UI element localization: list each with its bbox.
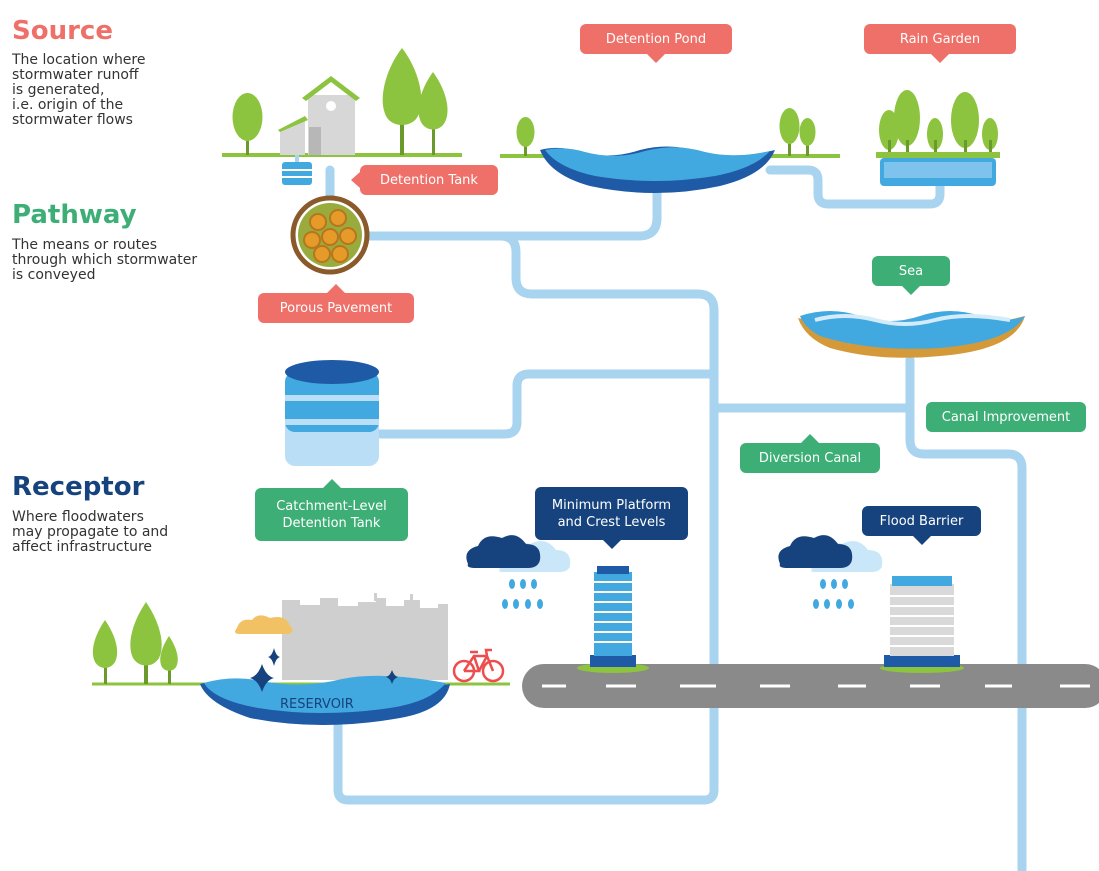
sparkle-icon	[250, 648, 398, 692]
pathway-heading: Pathway	[12, 200, 137, 230]
detention-pond-icon	[500, 108, 840, 193]
sea-label-text: Sea	[898, 263, 924, 279]
porous-pavement-label: Porous Pavement	[258, 284, 414, 323]
detention-tank-label-text: Detention Tank	[380, 172, 478, 188]
house-icon	[222, 76, 462, 185]
rain-garden-label-text: Rain Garden	[899, 31, 981, 47]
road	[522, 664, 1099, 708]
min-platform-label-text: Minimum Platform and Crest Levels	[551, 497, 672, 530]
pointer-icon	[351, 172, 360, 188]
min-platform-label: Minimum Platform and Crest Levels	[535, 487, 688, 549]
building-icon	[880, 576, 964, 673]
pointer-icon	[647, 54, 665, 63]
diversion-canal-label: Diversion Canal	[740, 434, 880, 473]
receptor-heading: Receptor	[12, 472, 145, 502]
receptor-description: Where floodwaters may propagate to and a…	[12, 509, 169, 555]
city-skyline	[235, 593, 448, 680]
pointer-icon	[322, 479, 341, 488]
detention-pond-label-text: Detention Pond	[605, 31, 707, 47]
tree-icon	[232, 48, 448, 155]
porous-pavement-icon	[290, 195, 370, 275]
rain-garden-label: Rain Garden	[864, 24, 1016, 63]
flood-barrier-label: Flood Barrier	[862, 506, 981, 545]
pointer-icon	[801, 434, 819, 443]
rain-cloud-icon	[466, 535, 571, 609]
tree-icon	[92, 602, 178, 684]
canal-improvement-label-text: Canal Improvement	[941, 409, 1071, 425]
catchment-tank-label: Catchment-Level Detention Tank	[255, 479, 408, 541]
pointer-icon	[327, 284, 345, 293]
source-heading: Source	[12, 16, 113, 46]
source-description: The location where stormwater runoff is …	[12, 52, 146, 128]
sea-label: Sea	[872, 256, 950, 295]
sea-icon	[798, 311, 1025, 358]
detention-pond-label: Detention Pond	[580, 24, 732, 63]
building-icon	[577, 566, 649, 673]
pathway-description: The means or routes through which stormw…	[12, 237, 198, 283]
bicycle-icon	[452, 648, 505, 683]
porous-pavement-label-text: Porous Pavement	[279, 300, 393, 316]
pointer-icon	[912, 536, 931, 545]
rain-cloud-icon	[778, 535, 883, 609]
canal-improvement-label: Canal Improvement	[926, 402, 1086, 432]
diversion-canal-label-text: Diversion Canal	[758, 450, 862, 466]
detention-tank-label: Detention Tank	[351, 165, 498, 195]
pointer-icon	[902, 286, 920, 295]
pointer-icon	[602, 540, 621, 549]
flood-barrier-label-text: Flood Barrier	[879, 513, 964, 529]
reservoir-label: RESERVOIR	[280, 697, 354, 712]
catchment-tank-label-text: Catchment-Level Detention Tank	[276, 498, 387, 531]
pointer-icon	[931, 54, 949, 63]
tank-icon	[285, 360, 379, 466]
rain-garden-icon	[876, 90, 1000, 186]
